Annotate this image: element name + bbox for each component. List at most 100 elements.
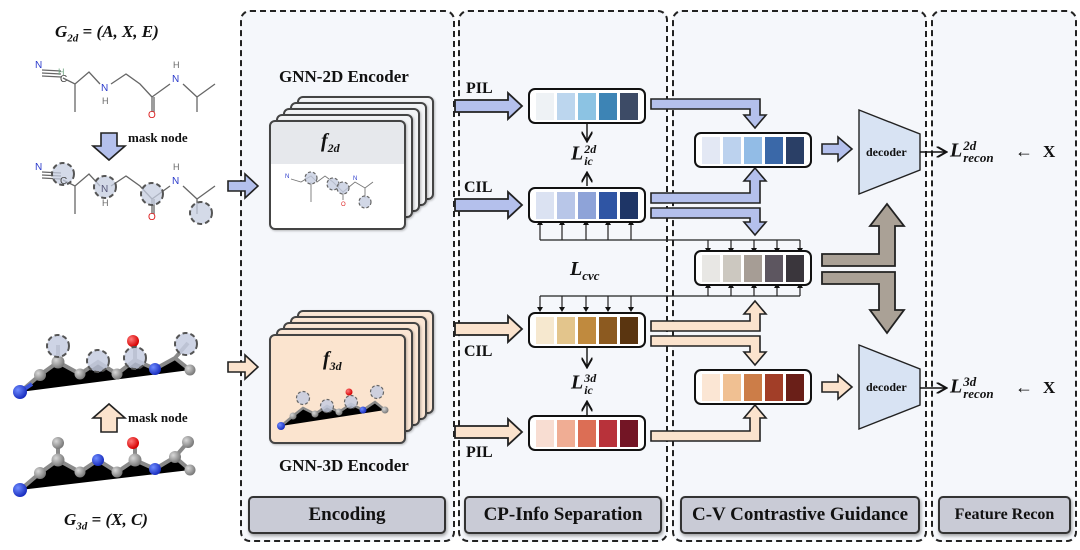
molecule-2d-original — [41, 69, 216, 112]
vector-cell — [578, 191, 596, 219]
svg-text:H: H — [173, 60, 180, 70]
cil-2d-to-guide-arrow — [650, 166, 768, 204]
vector-cell — [765, 136, 783, 164]
vector-cell — [536, 191, 554, 219]
svg-text:H: H — [102, 96, 109, 106]
vector-cell — [536, 419, 554, 447]
mask-node-up-arrow — [90, 402, 128, 433]
masked-nodes-2d — [51, 162, 213, 225]
masked-node — [93, 175, 117, 199]
vector-cell — [723, 254, 741, 282]
mask-node-label-bottom: mask node — [128, 410, 188, 425]
encoder-3d-card[interactable]: f3d — [269, 334, 406, 444]
masked-node — [189, 201, 213, 225]
f2d-label: f2d — [321, 130, 340, 155]
vector-cell — [620, 191, 638, 219]
vector-cell — [536, 316, 554, 344]
cil-2d-to-common-arrow — [650, 207, 768, 237]
cil-3d-label: CIL — [464, 343, 493, 360]
cvc-connector-top — [539, 222, 801, 250]
molecule-3d-original — [13, 436, 196, 497]
svg-text:N: N — [101, 83, 108, 94]
mask-node-label-top: mask node — [128, 130, 188, 145]
molecule-3d-masked — [13, 332, 198, 399]
vector-cell — [786, 136, 804, 164]
cil-2d-arrow — [454, 189, 524, 221]
gnn-3d-encoder-title: GNN-3D Encoder — [279, 456, 409, 475]
vector-cell — [536, 92, 554, 120]
masked-node — [123, 346, 147, 370]
feature-recon-panel — [931, 10, 1077, 542]
vector-cell — [702, 254, 720, 282]
cil-3d-arrow — [454, 313, 524, 345]
stage-label-cv-guidance: C-V Contrastive Guidance — [680, 496, 920, 534]
pil-2d-label: PIL — [466, 80, 493, 97]
svg-text:O: O — [148, 110, 156, 121]
vector-cell — [557, 419, 575, 447]
vector-cell — [620, 92, 638, 120]
common-to-decoder-top-arrow — [821, 202, 906, 267]
masked-node — [174, 332, 198, 356]
pil-2d-to-guide-arrow — [650, 98, 768, 130]
cil-2d-vector[interactable] — [528, 187, 646, 223]
guide-2d-vector[interactable] — [694, 132, 812, 168]
vector-cell — [723, 373, 741, 401]
pil-2d-vector[interactable] — [528, 88, 646, 124]
guide-2d-to-decoder-arrow — [821, 135, 854, 163]
vector-cell — [765, 254, 783, 282]
common-to-decoder-bottom-arrow — [821, 271, 906, 335]
masked-node — [140, 182, 164, 206]
vector-cell — [578, 316, 596, 344]
decoder-2d-label: decoder — [866, 145, 907, 159]
recon-3d-arrow-icon: ← — [1015, 377, 1033, 397]
masked-node — [46, 334, 70, 358]
vector-cell — [557, 92, 575, 120]
recon-2d-arrow-icon: ← — [1015, 141, 1033, 161]
guide-3d-vector[interactable] — [694, 369, 812, 405]
svg-text:H: H — [58, 67, 65, 77]
input-2d-arrow — [227, 172, 260, 200]
vector-cell — [702, 373, 720, 401]
svg-text:N: N — [172, 176, 179, 187]
cil-3d-to-common-arrow — [650, 299, 768, 332]
vector-cell — [723, 136, 741, 164]
vector-cell — [599, 419, 617, 447]
svg-text:N: N — [101, 184, 108, 195]
cil-2d-label: CIL — [464, 179, 493, 196]
mask-node-down-arrow — [90, 132, 128, 162]
vector-cell — [744, 136, 762, 164]
gnn-2d-encoder-title: GNN-2D Encoder — [279, 67, 409, 86]
vector-cell — [702, 136, 720, 164]
svg-text:O: O — [148, 212, 156, 223]
masked-node — [51, 162, 75, 186]
svg-text:C: C — [60, 74, 67, 85]
g2d-formula: G2d = (A, X, E) — [55, 22, 159, 45]
svg-text:N: N — [285, 174, 289, 180]
svg-text:N: N — [353, 176, 357, 182]
vector-cell — [620, 419, 638, 447]
common-vector[interactable] — [694, 250, 812, 286]
encoder-2d-card[interactable]: f2d N N O — [269, 120, 406, 230]
vector-cell — [765, 373, 783, 401]
decoder-3d-shape[interactable] — [858, 343, 921, 431]
stage-label-encoding: Encoding — [248, 496, 446, 534]
loss-cvc: Lcvc — [570, 258, 600, 283]
vector-cell — [744, 254, 762, 282]
vector-cell — [599, 316, 617, 344]
pil-3d-vector[interactable] — [528, 415, 646, 451]
cvc-connector-bottom — [539, 286, 801, 310]
vector-cell — [744, 373, 762, 401]
cil-3d-vector[interactable] — [528, 312, 646, 348]
recon-3d-target: X — [1043, 378, 1056, 397]
decoder-2d-shape[interactable] — [858, 108, 921, 196]
recon-2d-target: X — [1043, 142, 1056, 161]
vector-cell — [620, 316, 638, 344]
g3d-formula: G3d = (X, C) — [64, 510, 148, 533]
pil-3d-to-guide-arrow — [650, 403, 768, 442]
vector-cell — [578, 92, 596, 120]
